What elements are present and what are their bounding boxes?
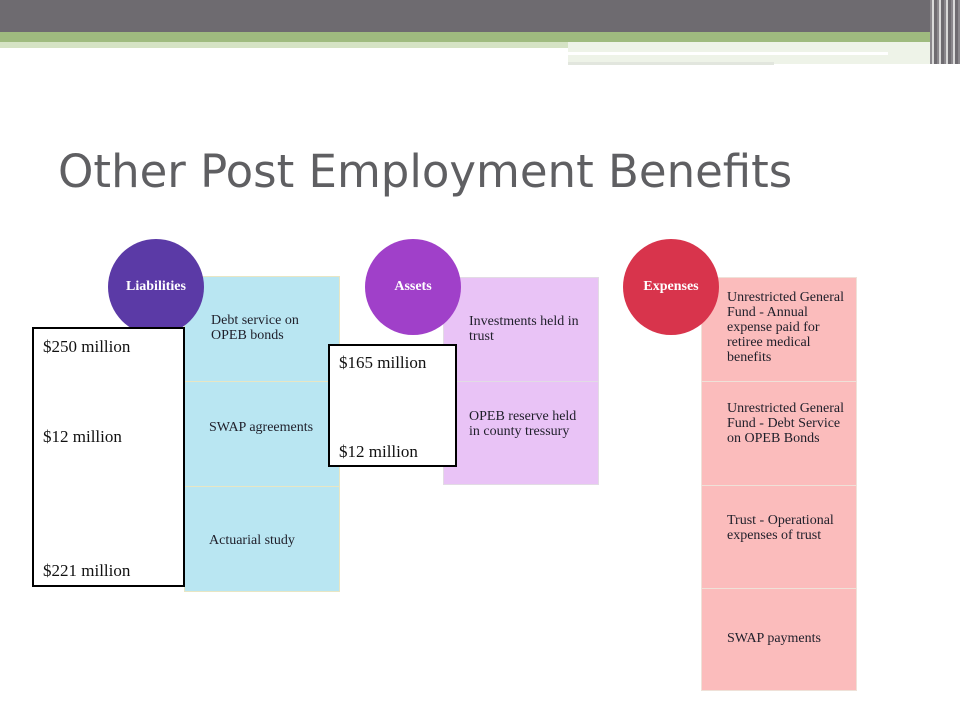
asset-value-investments: $165 million: [339, 353, 427, 372]
assets-circle: Assets: [365, 239, 461, 335]
liability-item-swap: SWAP agreements: [184, 381, 340, 487]
liability-item-actuarial: Actuarial study: [184, 486, 340, 592]
expense-item-annual-medical: Unrestricted General Fund - Annual expen…: [701, 277, 857, 382]
expense-item-trust-operational: Trust - Operational expenses of trust: [701, 485, 857, 589]
assets-values-box: [328, 344, 457, 467]
liability-value-actuarial: $221 million: [43, 561, 131, 580]
liabilities-circle: Liabilities: [108, 239, 204, 335]
header-line-white: [568, 52, 888, 55]
expense-item-debt-service: Unrestricted General Fund - Debt Service…: [701, 381, 857, 486]
expenses-circle: Expenses: [623, 239, 719, 335]
asset-item-investments: Investments held in trust: [443, 277, 599, 383]
header-line-grey: [568, 62, 774, 65]
liabilities-values-box: [32, 327, 185, 587]
slide-title: Other Post Employment Benefits: [58, 145, 793, 198]
header-bar-green: [0, 32, 960, 42]
liability-value-debt-service: $250 million: [43, 337, 131, 356]
asset-value-opeb-reserve: $12 million: [339, 442, 418, 461]
expense-item-swap-payments: SWAP payments: [701, 588, 857, 691]
header-bar-light: [0, 42, 568, 48]
liability-item-debt-service: Debt service on OPEB bonds: [184, 276, 340, 382]
liability-value-swap: $12 million: [43, 427, 122, 446]
header-bar-dark: [0, 0, 960, 32]
header-stripes: [930, 0, 960, 64]
asset-item-opeb-reserve: OPEB reserve held in county tressury: [443, 381, 599, 485]
